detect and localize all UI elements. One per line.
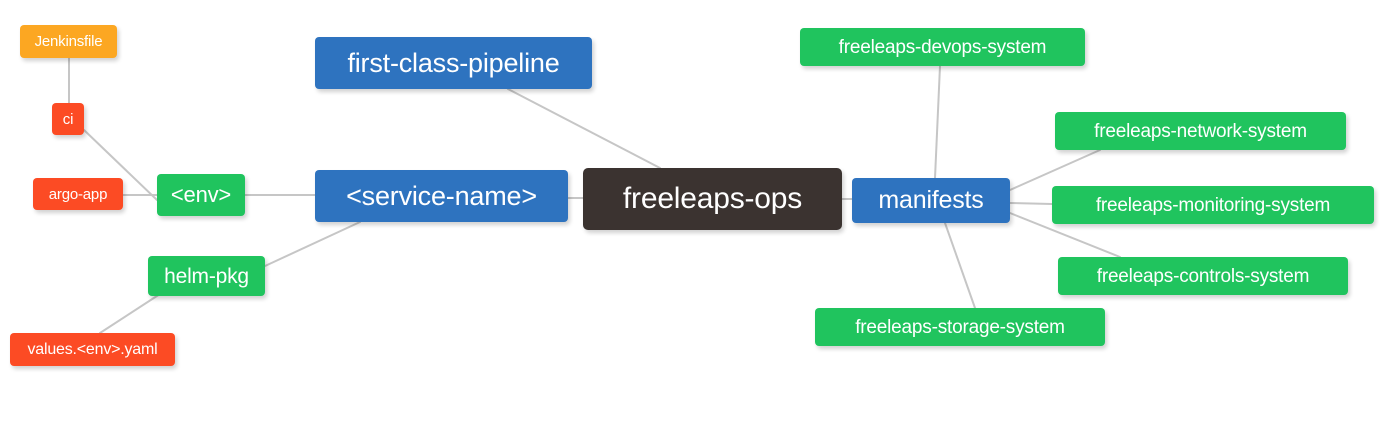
mindmap-node-ci[interactable]: ci [52, 103, 84, 135]
mindmap-node-devops[interactable]: freeleaps-devops-system [800, 28, 1085, 66]
edge-first-class-to-root [507, 88, 661, 169]
mindmap-node-storage[interactable]: freeleaps-storage-system [815, 308, 1105, 346]
edge-manifests-to-storage [944, 222, 976, 309]
edge-helm-pkg-to-values-yaml [99, 293, 161, 334]
edge-service-name-to-helm-pkg [264, 221, 361, 267]
mindmap-node-root[interactable]: freeleaps-ops [583, 168, 842, 230]
mindmap-node-helm-pkg[interactable]: helm-pkg [148, 256, 265, 296]
edge-manifests-to-monitoring [1009, 202, 1053, 205]
edge-manifests-to-devops [934, 65, 941, 179]
mindmap-node-jenkinsfile[interactable]: Jenkinsfile [20, 25, 117, 58]
mindmap-node-argo-app[interactable]: argo-app [33, 178, 123, 210]
edge-manifests-to-network [1009, 149, 1101, 191]
mindmap-node-service-name[interactable]: <service-name> [315, 170, 568, 222]
mindmap-node-first-class[interactable]: first-class-pipeline [315, 37, 592, 89]
mindmap-node-manifests[interactable]: manifests [852, 178, 1010, 223]
mindmap-node-env[interactable]: <env> [157, 174, 245, 216]
mindmap-node-monitoring[interactable]: freeleaps-monitoring-system [1052, 186, 1374, 224]
mindmap-node-controls[interactable]: freeleaps-controls-system [1058, 257, 1348, 295]
mindmap-node-values-yaml[interactable]: values.<env>.yaml [10, 333, 175, 366]
mindmap-node-network[interactable]: freeleaps-network-system [1055, 112, 1346, 150]
